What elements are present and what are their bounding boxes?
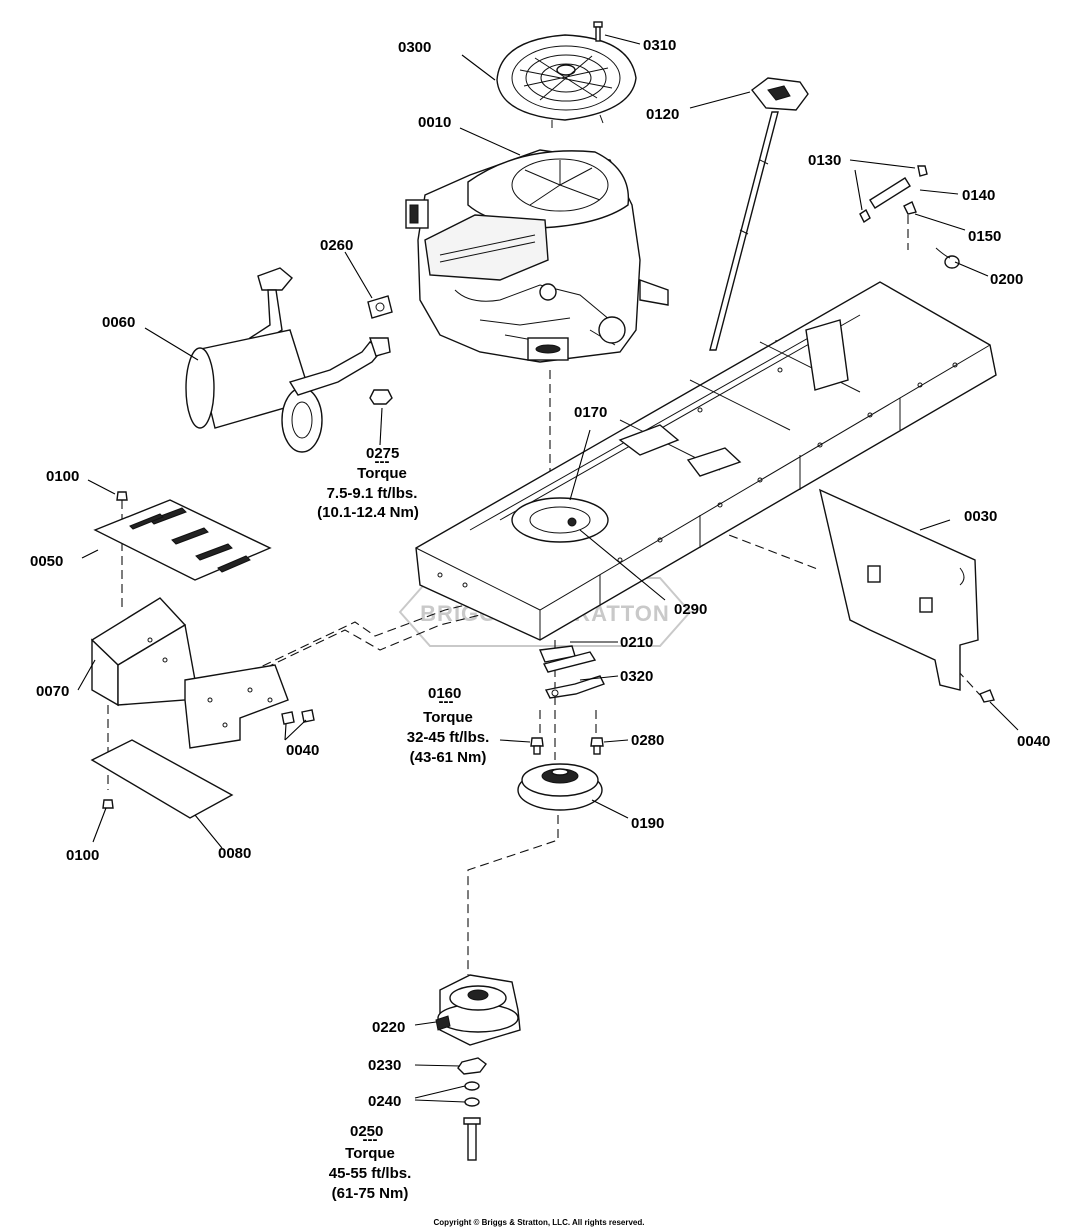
fan-cover [496,34,637,128]
label-0120: 0120 [646,106,679,123]
leader-lines [77,34,1019,1103]
torque-note-0250: --- Torque 45-55 ft/lbs. (61-75 Nm) [329,1131,412,1202]
label-0250: 0250 [350,1123,383,1140]
label-0060: 0060 [102,314,135,331]
torque-note-0275: --- Torque 7.5-9.1 ft/lbs. (10.1-12.4 Nm… [317,453,419,521]
label-0280: 0280 [631,732,664,749]
pto-clutch [435,974,521,1046]
bolts-0040 [281,689,995,725]
label-0320: 0320 [620,668,653,685]
label-0100-top: 0100 [46,468,79,485]
bolt-0310 [593,21,603,42]
label-0130: 0130 [808,152,841,169]
label-0300: 0300 [398,39,431,56]
dipstick [709,77,809,351]
muffler [185,267,391,453]
torque-0250-metric: (61-75 Nm) [332,1185,409,1202]
torque-0160-title: Torque [423,709,473,726]
torque-note-0160: --- Torque 32-45 ft/lbs. (43-61 Nm) [407,693,490,766]
bottom-plate [90,739,234,819]
bolts-0160-0280 [530,737,604,755]
label-0190: 0190 [631,815,664,832]
label-0140: 0140 [962,187,995,204]
idler-brackets [538,645,605,699]
label-0240: 0240 [368,1093,401,1110]
label-0310: 0310 [643,37,676,54]
torque-0160-imperial: 32-45 ft/lbs. [407,729,490,746]
torque-0250-imperial: 45-55 ft/lbs. [329,1165,412,1182]
label-0275: 0275 [366,445,399,462]
side-panel [819,488,979,691]
part-labels: 0300 0310 0120 0010 0130 0140 0150 0200 … [30,37,1050,1140]
label-0150: 0150 [968,228,1001,245]
label-0040-left: 0040 [286,742,319,759]
copyright-text: Copyright © Briggs & Stratton, LLC. All … [434,1218,645,1227]
label-0210: 0210 [620,634,653,651]
torque-0275-title: Torque [357,465,407,482]
label-0260: 0260 [320,237,353,254]
label-0170: 0170 [574,404,607,421]
pulley [517,763,603,811]
label-0160: 0160 [428,685,461,702]
gasket-and-nut [367,295,393,405]
torque-0160-sep: --- [439,693,454,710]
front-bracket [90,597,289,749]
torque-0250-title: Torque [345,1145,395,1162]
heat-shield [93,491,272,581]
label-0050: 0050 [30,553,63,570]
label-0030: 0030 [964,508,997,525]
label-0070: 0070 [36,683,69,700]
torque-0250-sep: --- [363,1131,378,1148]
label-0230: 0230 [368,1057,401,1074]
label-0200: 0200 [990,271,1023,288]
label-0220: 0220 [372,1019,405,1036]
torque-0275-sep: --- [375,453,390,470]
label-0040-right: 0040 [1017,733,1050,750]
torque-0275-metric: (10.1-12.4 Nm) [317,504,419,521]
label-0010: 0010 [418,114,451,131]
linkage-parts [859,165,960,269]
label-0080: 0080 [218,845,251,862]
engine [405,149,669,363]
torque-0275-imperial: 7.5-9.1 ft/lbs. [327,485,418,502]
washers [457,1057,487,1107]
frame [415,281,997,641]
label-0100-bottom: 0100 [66,847,99,864]
label-0290: 0290 [674,601,707,618]
bolt-0250 [463,1117,481,1161]
torque-0160-metric: (43-61 Nm) [410,749,487,766]
